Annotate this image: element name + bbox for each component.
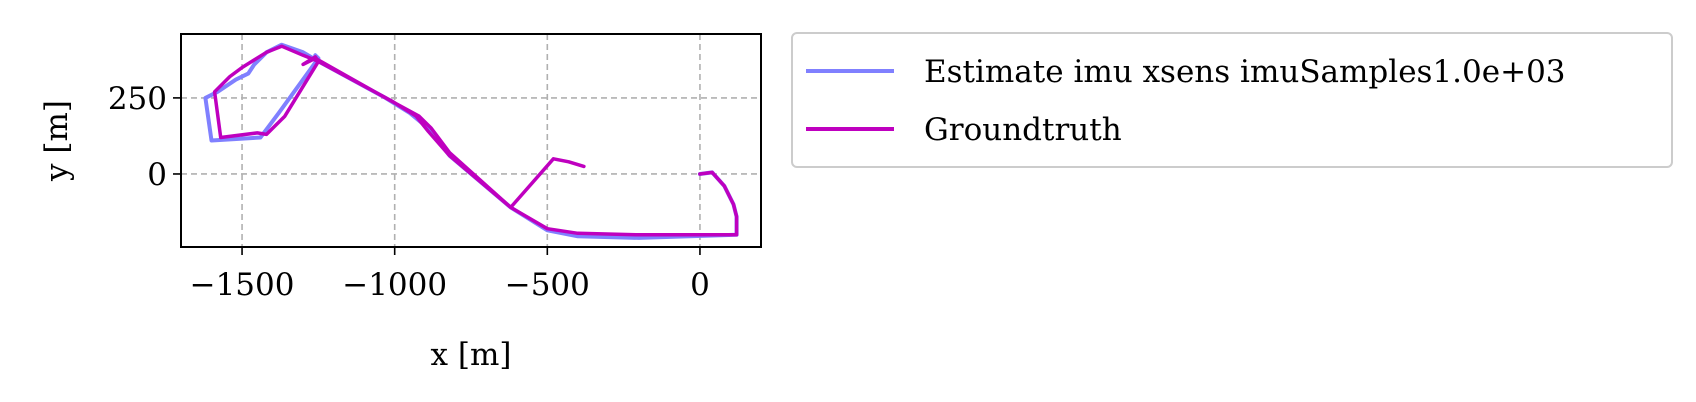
plot-frame <box>180 33 762 248</box>
legend: Estimate imu xsens imuSamples1.0e+03Grou… <box>791 32 1673 168</box>
legend-box <box>791 32 1673 168</box>
grid-lines <box>181 34 761 247</box>
y-tick-label: 0 <box>147 157 167 193</box>
y-tick-label: 250 <box>108 81 167 117</box>
legend-label: Groundtruth <box>924 112 1122 148</box>
series-lines <box>203 42 739 240</box>
x-tick-label: −1000 <box>342 267 447 303</box>
x-tick-label: −1500 <box>190 267 295 303</box>
x-tick-label: −500 <box>505 267 590 303</box>
x-axis-label: x [m] <box>431 337 512 373</box>
series-line-groundtruth <box>212 44 739 237</box>
axis-ticks: −1500 −1000 −500 0 0 250 <box>108 81 710 303</box>
y-axis-label: y [m] <box>39 100 75 182</box>
series-line-estimate <box>203 42 739 240</box>
legend-label: Estimate imu xsens imuSamples1.0e+03 <box>924 54 1566 90</box>
x-tick-label: 0 <box>690 267 710 303</box>
